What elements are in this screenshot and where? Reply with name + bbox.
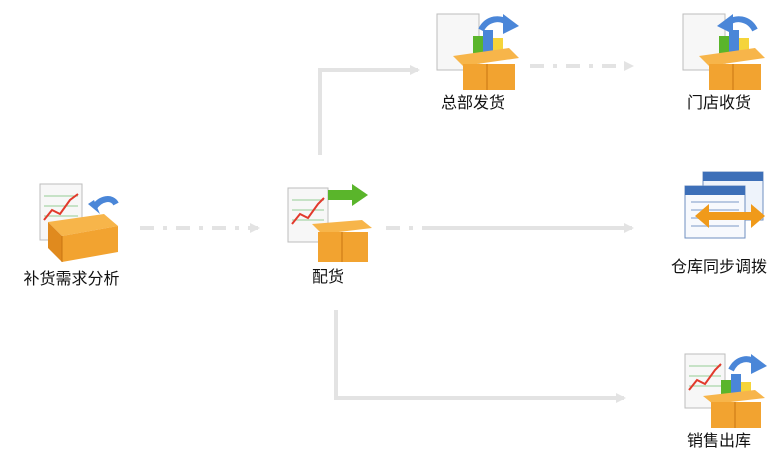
node-label-distribute: 配货 <box>311 267 344 286</box>
windows-transfer-icon <box>684 171 765 239</box>
connector-distribute-to-sales-out <box>334 310 626 403</box>
node-label-sales-out: 销售出库 <box>686 431 751 450</box>
node-label-store-receive: 门店收货 <box>686 93 751 112</box>
node-sales-out[interactable]: 销售出库 <box>664 346 774 452</box>
node-label-replenish: 补货需求分析 <box>23 269 120 288</box>
box-blocks-arrow-out-icon <box>436 13 519 90</box>
chart-box-green-arrow-icon <box>287 184 372 262</box>
connector-distribute-to-hq-ship <box>318 65 420 155</box>
node-replenish-analysis[interactable]: 补货需求分析 <box>4 178 139 290</box>
node-distribute[interactable]: 配货 <box>278 180 378 288</box>
node-label-hq-ship: 总部发货 <box>440 93 505 112</box>
chart-box-arrow-icon <box>39 183 119 262</box>
node-warehouse-transfer[interactable]: 仓库同步调拨 <box>662 168 776 278</box>
chart-box-blocks-arrow-icon <box>684 353 767 428</box>
node-label-warehouse-transfer: 仓库同步调拨 <box>670 257 767 276</box>
box-blocks-arrow-in-icon <box>682 13 765 90</box>
node-hq-ship[interactable]: 总部发货 <box>418 8 528 114</box>
node-store-receive[interactable]: 门店收货 <box>664 8 774 114</box>
